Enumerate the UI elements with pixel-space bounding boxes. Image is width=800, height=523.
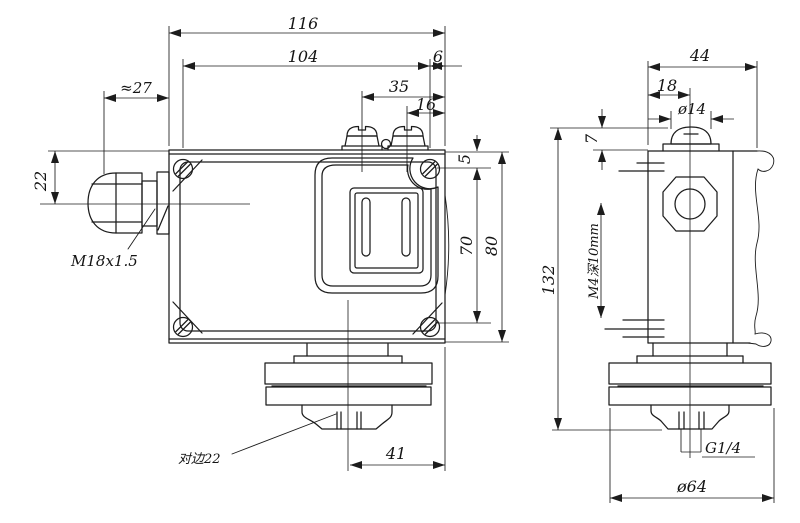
- cover-bulge-edge: [444, 194, 450, 296]
- bottom-flange: [264, 343, 433, 430]
- dim-cap-height: 7: [582, 133, 601, 144]
- dim-gland-axis: 22: [31, 171, 50, 192]
- side-view-dimensions: 44 18 ø14 7 132 M4深10mm G1/4 ø64: [539, 46, 775, 503]
- rivet-dot-icon: [380, 138, 392, 150]
- label-gland-thread: M18x1.5: [70, 252, 138, 270]
- dim-body-height: 80: [482, 236, 501, 256]
- label-across-flats: 对边22: [178, 452, 221, 467]
- dim-overall-width: 116: [288, 14, 319, 33]
- gland-leader-line: [127, 208, 156, 250]
- terminal-slot: [361, 197, 371, 257]
- side-cap-screw-icon: [662, 126, 720, 152]
- dim-top-clearance: 5: [455, 154, 474, 164]
- dim-port-offset: 41: [385, 444, 406, 463]
- dim-side-width: 44: [689, 46, 710, 65]
- terminal-window: [314, 157, 439, 294]
- front-view: [87, 125, 450, 455]
- dim-cap1-offset: 35: [389, 77, 409, 96]
- dim-cap-diameter: ø14: [677, 100, 706, 118]
- flats-leader-line: [231, 413, 337, 455]
- dim-cap-offset: 18: [657, 76, 677, 95]
- corner-screw-icon: [172, 158, 441, 338]
- dim-gland-protrusion: ≈27: [120, 79, 152, 97]
- dim-hole-edge-offset: 6: [433, 47, 443, 66]
- terminal-slot: [401, 197, 411, 257]
- dim-hole-span: 104: [288, 47, 319, 66]
- label-port-thread: G1/4: [705, 439, 741, 457]
- dim-cap2-offset: 16: [416, 95, 436, 114]
- adjust-cap-screw-icon: [341, 125, 429, 151]
- dim-flange-diameter: ø64: [676, 477, 707, 496]
- mounting-hole-thread-marks: [604, 162, 665, 338]
- label-mount-thread: M4深10mm: [587, 223, 602, 300]
- front-housing-outline: [168, 149, 446, 344]
- cover-clip-icon: [747, 332, 772, 347]
- front-cover-panel: [179, 161, 437, 332]
- side-view: [604, 126, 775, 430]
- cable-gland: [87, 171, 170, 235]
- front-view-dimensions: 116 104 6 35 16 ≈27 22 5 70 80 41 M18x1.…: [31, 14, 509, 471]
- dim-hole-vspan: 70: [457, 236, 476, 256]
- dim-overall-height: 132: [539, 265, 558, 296]
- cover-clip-icon: [756, 150, 775, 172]
- cover-break-edge: [754, 168, 760, 335]
